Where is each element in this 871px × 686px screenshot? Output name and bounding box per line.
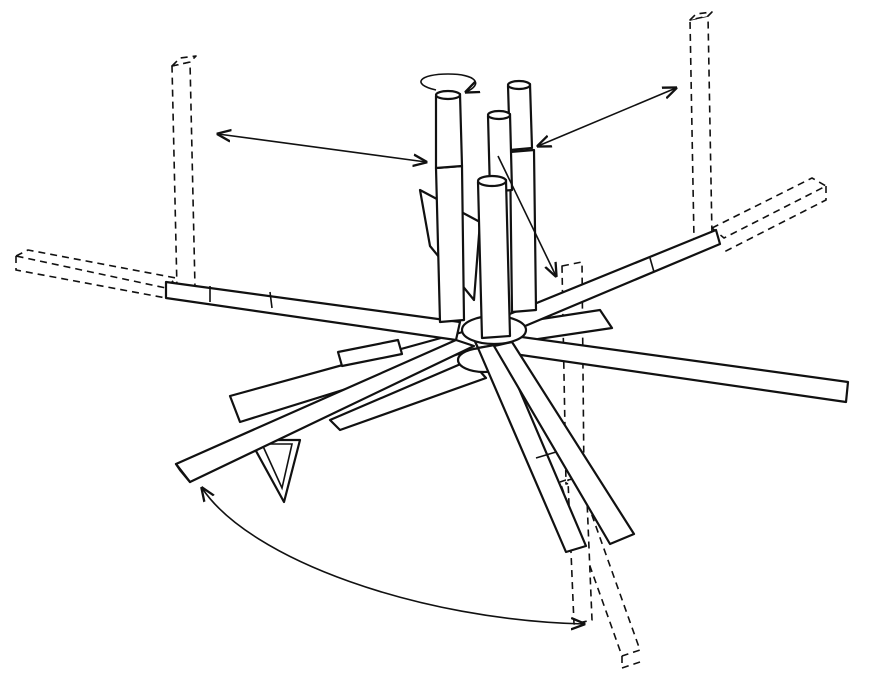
arrow-center-post	[497, 155, 556, 276]
rotation-arrow-icon	[420, 73, 476, 92]
arm-left-front	[174, 338, 476, 484]
arm-right-long	[498, 332, 850, 404]
extension-arm-left	[15, 249, 177, 289]
base-leg-front	[328, 358, 488, 432]
arrow-swing-arc	[202, 488, 584, 624]
post-rear-lower	[508, 148, 538, 314]
arrow-right-post	[538, 88, 676, 146]
extension-post-right	[689, 15, 713, 241]
post-left-lower	[434, 164, 466, 324]
extension-post-left	[171, 61, 196, 291]
post-center-lower	[476, 178, 512, 340]
post-left-upper	[434, 92, 464, 170]
extension-arm-right	[711, 177, 827, 239]
adjustment-arrows	[202, 88, 676, 624]
telescoping-vertical-posts	[434, 79, 538, 340]
base-foot-block	[336, 338, 404, 368]
arrow-left-post	[218, 134, 426, 162]
